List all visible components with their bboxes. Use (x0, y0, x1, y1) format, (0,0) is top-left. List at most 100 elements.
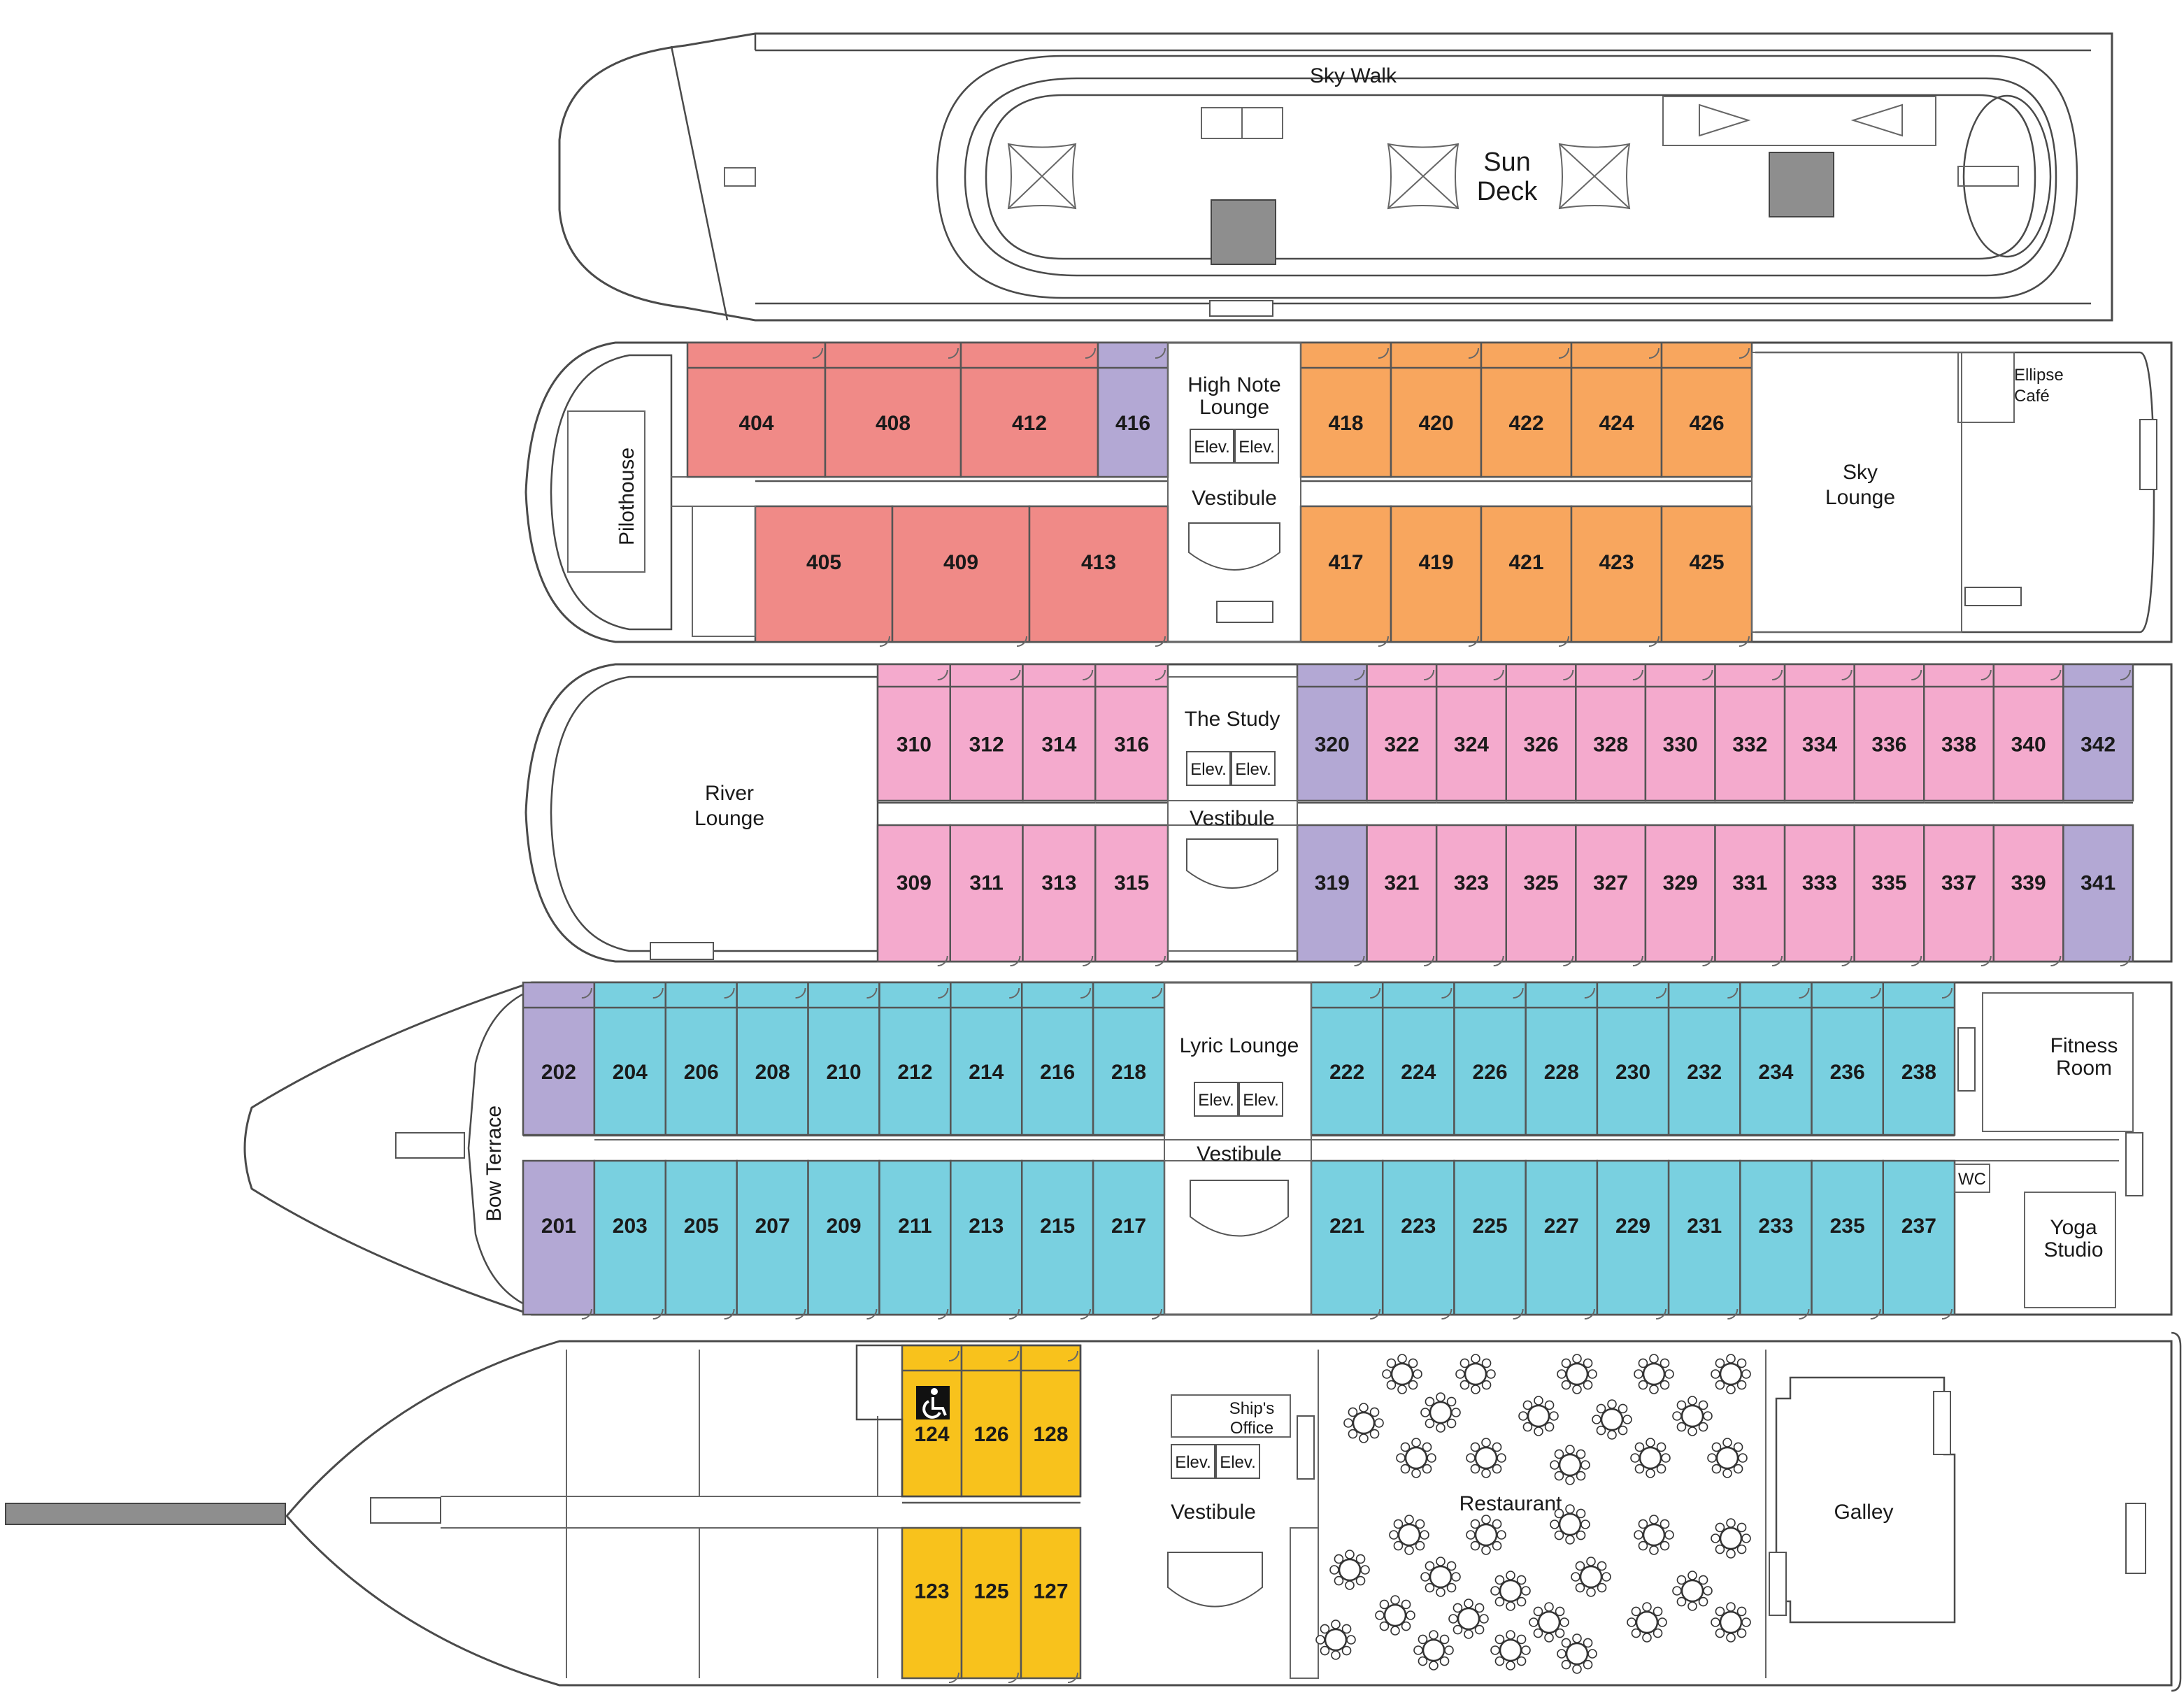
cabin-234[interactable]: 234 (1739, 981, 1813, 1136)
cabin-225[interactable]: 225 (1453, 1134, 1527, 1319)
cabin-423[interactable]: 423 (1570, 480, 1663, 647)
cabin-418[interactable]: 418 (1299, 341, 1392, 478)
cabin-233[interactable]: 233 (1739, 1134, 1813, 1319)
cabin-213[interactable]: 213 (950, 1134, 1023, 1319)
cabin-313[interactable]: 313 (1022, 801, 1097, 966)
cabin-330[interactable]: 330 (1644, 663, 1716, 802)
chair (1646, 1438, 1655, 1447)
chair (1471, 1385, 1480, 1394)
chair (1638, 1358, 1648, 1368)
cabin-335[interactable]: 335 (1853, 801, 1925, 966)
cabin-426[interactable]: 426 (1660, 341, 1753, 478)
cabin-413[interactable]: 413 (1028, 480, 1169, 647)
cabin-number: 332 (1732, 734, 1767, 757)
cabin-405[interactable]: 405 (754, 480, 894, 647)
cabin-224[interactable]: 224 (1381, 981, 1455, 1136)
cabin-323[interactable]: 323 (1435, 801, 1508, 966)
cabin-236[interactable]: 236 (1811, 981, 1885, 1136)
cabin-232[interactable]: 232 (1667, 981, 1741, 1136)
cabin-228[interactable]: 228 (1525, 981, 1599, 1136)
cabin-207[interactable]: 207 (736, 1134, 809, 1319)
cabin-214[interactable]: 214 (950, 981, 1023, 1136)
cabin-421[interactable]: 421 (1480, 480, 1573, 647)
cabin-320[interactable]: 320 (1296, 663, 1368, 802)
cabin-336[interactable]: 336 (1853, 663, 1925, 802)
cabin-211[interactable]: 211 (878, 1134, 952, 1319)
cabin-311[interactable]: 311 (949, 801, 1024, 966)
cabin-221[interactable]: 221 (1310, 1134, 1384, 1319)
cabin-227[interactable]: 227 (1525, 1134, 1599, 1319)
cabin-419[interactable]: 419 (1390, 480, 1483, 647)
cabin-312[interactable]: 312 (949, 663, 1024, 802)
cabin-124[interactable]: 124 (901, 1344, 963, 1498)
cabin-416[interactable]: 416 (1097, 341, 1169, 478)
cabin-209[interactable]: 209 (807, 1134, 880, 1319)
cabin-324[interactable]: 324 (1435, 663, 1508, 802)
cabin-238[interactable]: 238 (1882, 981, 1956, 1136)
cabin-125[interactable]: 125 (960, 1501, 1022, 1683)
cabin-417[interactable]: 417 (1299, 480, 1392, 647)
cabin-328[interactable]: 328 (1575, 663, 1647, 802)
cabin-215[interactable]: 215 (1020, 1134, 1094, 1319)
cabin-425[interactable]: 425 (1660, 480, 1753, 647)
cabin-309[interactable]: 309 (876, 801, 951, 966)
cabin-319[interactable]: 319 (1296, 801, 1368, 966)
cabin-block (1480, 341, 1573, 478)
cabin-222[interactable]: 222 (1310, 981, 1384, 1136)
cabin-201[interactable]: 201 (522, 1134, 596, 1319)
cabin-339[interactable]: 339 (1992, 801, 2064, 966)
cabin-342[interactable]: 342 (2062, 663, 2134, 802)
cabin-223[interactable]: 223 (1381, 1134, 1455, 1319)
cabin-412[interactable]: 412 (959, 341, 1099, 478)
cabin-237[interactable]: 237 (1882, 1134, 1956, 1319)
cabin-204[interactable]: 204 (593, 981, 667, 1136)
cabin-229[interactable]: 229 (1596, 1134, 1670, 1319)
cabin-number: 227 (1544, 1215, 1579, 1238)
cabin-315[interactable]: 315 (1094, 801, 1169, 966)
cabin-329[interactable]: 329 (1644, 801, 1716, 966)
cabin-325[interactable]: 325 (1505, 801, 1577, 966)
cabin-230[interactable]: 230 (1596, 981, 1670, 1136)
cabin-334[interactable]: 334 (1783, 663, 1855, 802)
cabin-327[interactable]: 327 (1575, 801, 1647, 966)
cabin-338[interactable]: 338 (1923, 663, 1995, 802)
cabin-332[interactable]: 332 (1714, 663, 1786, 802)
cabin-231[interactable]: 231 (1667, 1134, 1741, 1319)
cabin-424[interactable]: 424 (1570, 341, 1663, 478)
cabin-340[interactable]: 340 (1992, 663, 2064, 802)
cabin-208[interactable]: 208 (736, 981, 809, 1136)
cabin-314[interactable]: 314 (1022, 663, 1097, 802)
cabin-212[interactable]: 212 (878, 981, 952, 1136)
cabin-number: 203 (613, 1215, 648, 1238)
cabin-422[interactable]: 422 (1480, 341, 1573, 478)
cabin-217[interactable]: 217 (1092, 1134, 1166, 1319)
cabin-203[interactable]: 203 (593, 1134, 667, 1319)
cabin-218[interactable]: 218 (1092, 981, 1166, 1136)
cabin-341[interactable]: 341 (2062, 801, 2134, 966)
cabin-216[interactable]: 216 (1020, 981, 1094, 1136)
cabin-206[interactable]: 206 (664, 981, 738, 1136)
cabin-127[interactable]: 127 (1020, 1501, 1082, 1683)
chair (1561, 1358, 1571, 1368)
cabin-420[interactable]: 420 (1390, 341, 1483, 478)
cabin-333[interactable]: 333 (1783, 801, 1855, 966)
cabin-316[interactable]: 316 (1094, 663, 1169, 802)
cabin-226[interactable]: 226 (1453, 981, 1527, 1136)
cabin-331[interactable]: 331 (1714, 801, 1786, 966)
cabin-409[interactable]: 409 (891, 480, 1031, 647)
cabin-123[interactable]: 123 (901, 1501, 963, 1683)
cabin-310[interactable]: 310 (876, 663, 951, 802)
cabin-322[interactable]: 322 (1366, 663, 1438, 802)
cabin-202[interactable]: 202 (522, 981, 596, 1136)
cabin-126[interactable]: 126 (960, 1344, 1022, 1498)
cabin-210[interactable]: 210 (807, 981, 880, 1136)
cabin-205[interactable]: 205 (664, 1134, 738, 1319)
cabin-321[interactable]: 321 (1366, 801, 1438, 966)
cabin-235[interactable]: 235 (1811, 1134, 1885, 1319)
cabin-404[interactable]: 404 (686, 341, 827, 478)
cabin-128[interactable]: 128 (1020, 1344, 1082, 1498)
cabin-408[interactable]: 408 (824, 341, 962, 478)
chair (1576, 1449, 1586, 1459)
cabin-337[interactable]: 337 (1923, 801, 1995, 966)
cabin-326[interactable]: 326 (1505, 663, 1577, 802)
